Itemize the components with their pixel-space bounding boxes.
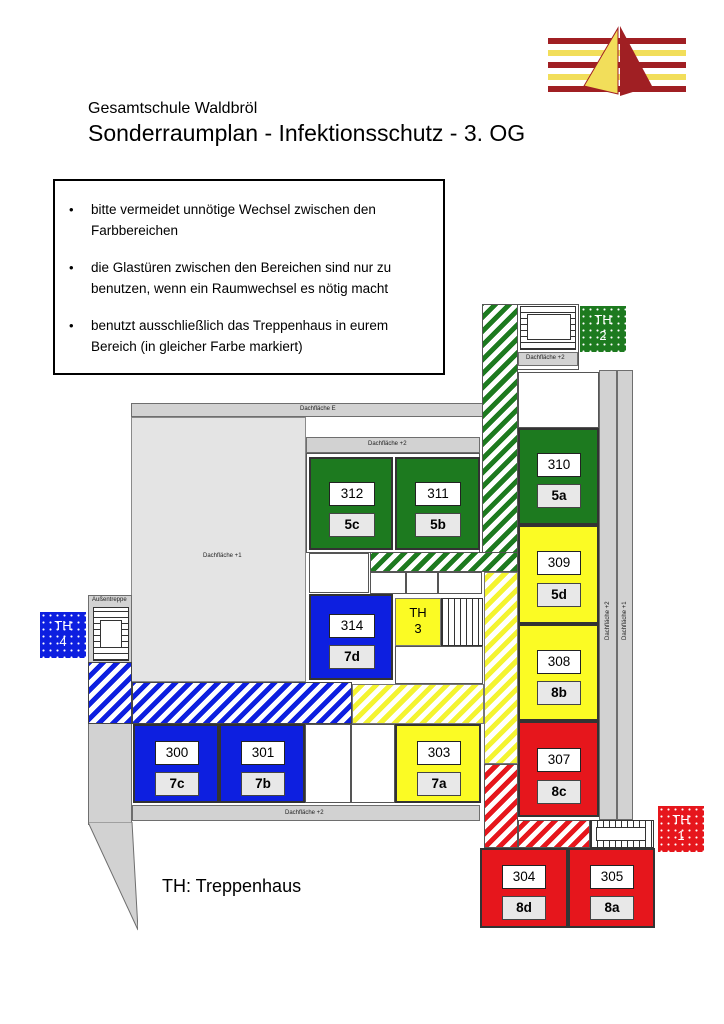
small-room-a [309, 553, 369, 593]
roof-plus2-th2 [518, 352, 578, 366]
th2-label: TH [594, 312, 612, 327]
rules-box: bitte vermeidet unnötige Wechsel zwische… [53, 179, 445, 375]
lower-left-roof [88, 822, 138, 931]
room-307[interactable]: 307 8c [518, 721, 599, 817]
school-name: Gesamtschule Waldbröl [88, 100, 258, 117]
yellow-corridor-vertical [484, 572, 518, 764]
roof-plus2-bottom-label: Dachfläche +2 [285, 810, 324, 816]
roof-area-plus1 [131, 417, 306, 682]
th3-stairs [441, 598, 483, 646]
roof-plus2-top-label: Dachfläche +2 [368, 441, 407, 447]
class-label: 8d [502, 896, 546, 920]
class-label: 7c [155, 772, 199, 796]
room-number: 304 [502, 865, 546, 889]
class-label: 5a [537, 484, 581, 508]
rule-item: benutzt ausschließlich das Treppenhaus i… [69, 315, 421, 357]
stairwell-th4[interactable]: TH 4 [40, 612, 86, 658]
room-number: 308 [537, 650, 581, 674]
class-label: 8c [537, 780, 581, 804]
green-corridor-vertical [482, 304, 518, 570]
room-number: 301 [241, 741, 285, 765]
class-label: 7a [417, 772, 461, 796]
small-room-b [370, 572, 406, 594]
blue-corridor [88, 662, 132, 724]
room-number: 312 [329, 482, 375, 506]
room-number: 300 [155, 741, 199, 765]
room-number: 307 [537, 748, 581, 772]
roof-e-label: Dachfläche E [300, 406, 336, 412]
room-number: 303 [417, 741, 461, 765]
green-corridor-horizontal [370, 552, 518, 572]
th4-number: 4 [59, 634, 67, 649]
th4-label: TH [54, 618, 72, 633]
th3-label: TH [409, 605, 427, 620]
room-311[interactable]: 311 5b [395, 457, 480, 550]
roof-plus2-right-label: Dachfläche +2 [605, 601, 611, 640]
room-number: 305 [590, 865, 634, 889]
red-corridor-vertical [484, 764, 518, 848]
class-label: 8a [590, 896, 634, 920]
room-next-th3 [395, 646, 483, 684]
class-label: 5c [329, 513, 375, 537]
class-label: 5d [537, 583, 581, 607]
roof-plus2-bottom [132, 805, 480, 821]
roof-plus1-right [617, 370, 633, 820]
outer-stairs-landing [100, 620, 122, 648]
small-room-c [406, 572, 438, 594]
room-303[interactable]: 303 7a [395, 724, 481, 803]
room-300[interactable]: 300 7c [133, 724, 219, 803]
room-314[interactable]: 314 7d [309, 594, 393, 680]
th1-landing [596, 827, 646, 841]
room-304[interactable]: 304 8d [480, 848, 568, 928]
th2-landing [527, 314, 571, 340]
room-empty-right [518, 372, 599, 428]
stairwell-th2[interactable]: TH 2 [580, 306, 626, 352]
school-logo [540, 26, 690, 98]
rule-item: die Glastüren zwischen den Bereichen sin… [69, 257, 421, 299]
class-label: 5b [415, 513, 461, 537]
room-312[interactable]: 312 5c [309, 457, 393, 550]
room-301[interactable]: 301 7b [219, 724, 305, 803]
room-308[interactable]: 308 8b [518, 624, 599, 721]
th1-label: TH [672, 812, 690, 827]
roof-plus2-right [599, 370, 617, 820]
red-corridor-horizontal [518, 820, 590, 848]
class-label: 8b [537, 681, 581, 705]
outer-stairs-label: Außentreppe [92, 597, 127, 603]
page-title: Sonderraumplan - Infektionsschutz - 3. O… [88, 120, 526, 146]
room-number: 310 [537, 453, 581, 477]
roof-plus2-top [306, 437, 480, 453]
blue-corridor-main [132, 682, 352, 724]
room-number: 314 [329, 614, 375, 638]
th1-number: 1 [677, 828, 685, 843]
stairwell-th1[interactable]: TH 1 [658, 806, 704, 852]
room-305[interactable]: 305 8a [568, 848, 655, 928]
room-309[interactable]: 309 5d [518, 525, 599, 624]
rule-item: bitte vermeidet unnötige Wechsel zwische… [69, 199, 421, 241]
stairwell-th3[interactable]: TH 3 [395, 598, 441, 646]
yellow-corridor-horizontal [352, 684, 484, 724]
small-room-d [438, 572, 482, 594]
room-310[interactable]: 310 5a [518, 428, 599, 525]
room-empty-a [305, 724, 351, 803]
roof-plus1-label: Dachfläche +1 [203, 553, 242, 559]
room-number: 309 [537, 551, 581, 575]
roof-plus1-right-label: Dachfläche +1 [622, 601, 628, 640]
room-number: 311 [415, 482, 461, 506]
roof-plus2-th2-label: Dachfläche +2 [526, 355, 565, 361]
class-label: 7d [329, 645, 375, 669]
legend-text: TH: Treppenhaus [162, 876, 302, 896]
th2-number: 2 [599, 328, 607, 343]
th3-number: 3 [414, 621, 422, 636]
room-empty-b [351, 724, 395, 803]
class-label: 7b [241, 772, 285, 796]
